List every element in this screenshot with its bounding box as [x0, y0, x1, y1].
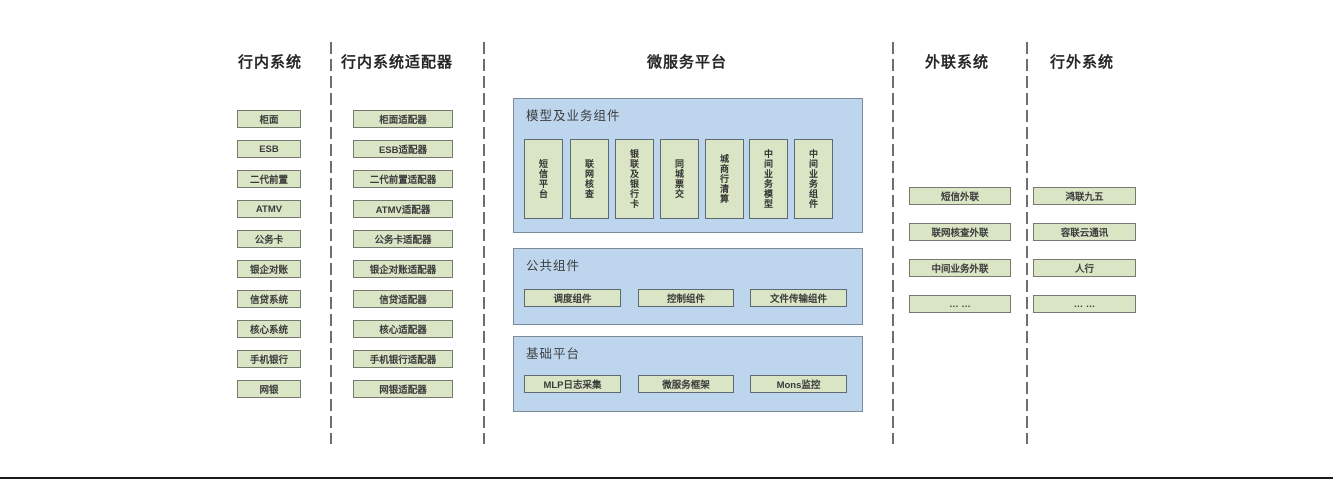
column-header-outbound-systems: 外联系统 [924, 54, 990, 71]
internal-system-box: 手机银行 [237, 350, 301, 368]
common-components-panel: 公共组件 调度组件 控制组件 文件传输组件 [513, 248, 863, 325]
internal-system-box: ATMV [237, 200, 301, 218]
internal-system-box: 银企对账 [237, 260, 301, 278]
column-divider [1026, 42, 1028, 444]
external-system-box: 容联云通讯 [1033, 223, 1136, 241]
column-header-internal-systems: 行内系统 [237, 54, 303, 71]
internal-system-box: 信贷系统 [237, 290, 301, 308]
panel-label: 基础平台 [526, 347, 581, 361]
external-system-box: 鸿联九五 [1033, 187, 1136, 205]
common-component-box: 控制组件 [638, 289, 734, 307]
business-component-box: 中间业务模型 [749, 139, 788, 219]
internal-system-box: ESB [237, 140, 301, 158]
business-component-box: 短信平台 [524, 139, 563, 219]
business-component-box: 中间业务组件 [794, 139, 833, 219]
panel-label: 模型及业务组件 [526, 109, 621, 123]
business-component-box: 银联及银行卡 [615, 139, 654, 219]
model-business-components-panel: 模型及业务组件 短信平台 联网核查 银联及银行卡 同城票交 城商行清算 中间业务… [513, 98, 863, 233]
business-component-box: 城商行清算 [705, 139, 744, 219]
base-platform-box: 微服务框架 [638, 375, 734, 393]
adapter-box: 银企对账适配器 [353, 260, 453, 278]
base-platform-box: MLP日志采集 [524, 375, 621, 393]
column-header-internal-adapters: 行内系统适配器 [340, 54, 454, 71]
column-header-external-systems: 行外系统 [1049, 54, 1115, 71]
adapter-box: 网银适配器 [353, 380, 453, 398]
column-divider [892, 42, 894, 444]
outbound-system-box: 中间业务外联 [909, 259, 1011, 277]
adapter-box: 手机银行适配器 [353, 350, 453, 368]
column-header-microservice-platform: 微服务平台 [646, 54, 728, 71]
base-platform-box: Mons监控 [750, 375, 847, 393]
internal-system-box: 二代前置 [237, 170, 301, 188]
bottom-rule [0, 477, 1333, 479]
adapter-box: 公务卡适配器 [353, 230, 453, 248]
internal-system-box: 网银 [237, 380, 301, 398]
internal-system-box: 核心系统 [237, 320, 301, 338]
outbound-system-box: … … [909, 295, 1011, 313]
adapter-box: 核心适配器 [353, 320, 453, 338]
adapter-box: 二代前置适配器 [353, 170, 453, 188]
external-system-box: 人行 [1033, 259, 1136, 277]
adapter-box: 信贷适配器 [353, 290, 453, 308]
common-component-box: 文件传输组件 [750, 289, 847, 307]
panel-label: 公共组件 [526, 259, 581, 273]
common-component-box: 调度组件 [524, 289, 621, 307]
internal-system-box: 公务卡 [237, 230, 301, 248]
adapter-box: ATMV适配器 [353, 200, 453, 218]
column-divider [330, 42, 332, 444]
business-component-box: 同城票交 [660, 139, 699, 219]
base-platform-panel: 基础平台 MLP日志采集 微服务框架 Mons监控 [513, 336, 863, 412]
business-component-box: 联网核查 [570, 139, 609, 219]
external-system-box: … … [1033, 295, 1136, 313]
outbound-system-box: 短信外联 [909, 187, 1011, 205]
internal-system-box: 柜面 [237, 110, 301, 128]
outbound-system-box: 联网核查外联 [909, 223, 1011, 241]
adapter-box: ESB适配器 [353, 140, 453, 158]
adapter-box: 柜面适配器 [353, 110, 453, 128]
column-divider [483, 42, 485, 444]
